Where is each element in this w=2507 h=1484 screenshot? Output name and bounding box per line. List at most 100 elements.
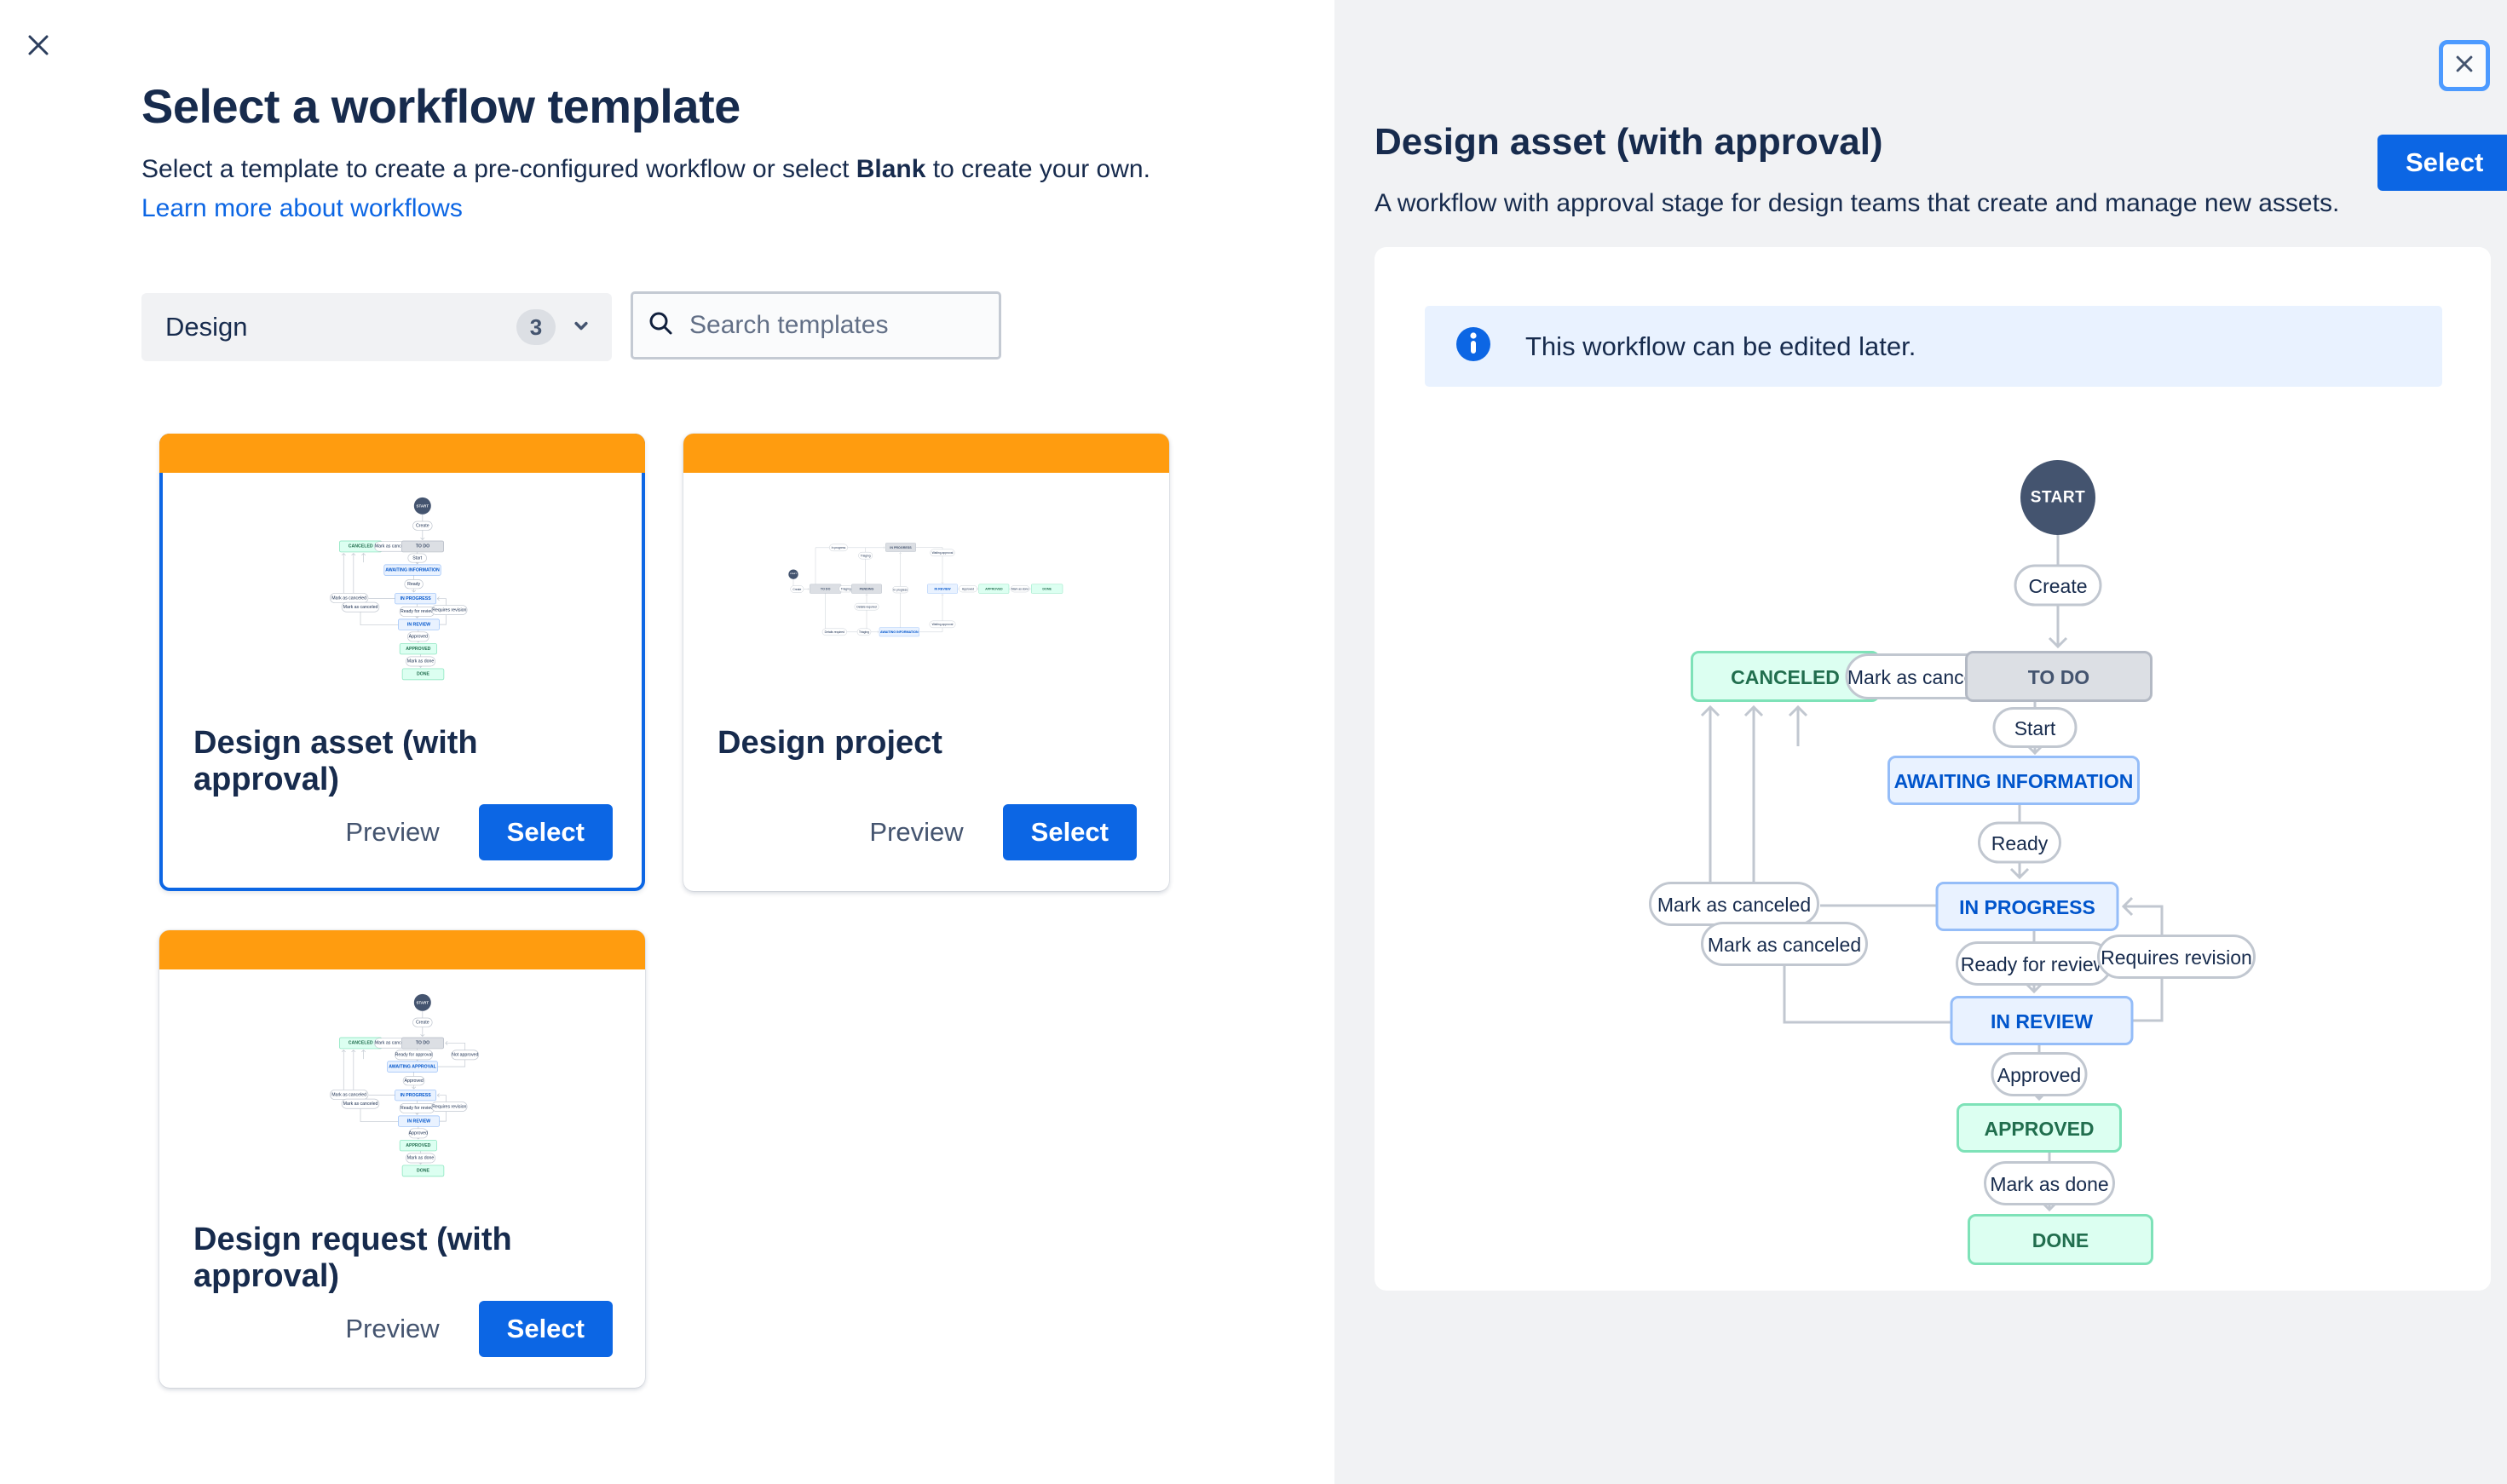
svg-text:IN REVIEW: IN REVIEW (1991, 1010, 2093, 1032)
card-accent-bar (159, 434, 645, 473)
svg-text:IN REVIEW: IN REVIEW (407, 1119, 430, 1124)
svg-text:APPROVED: APPROVED (406, 1142, 430, 1148)
svg-text:Create: Create (416, 1020, 429, 1025)
info-icon (1455, 326, 1491, 366)
svg-text:Ready: Ready (1991, 832, 2049, 854)
svg-text:TO DO: TO DO (416, 1040, 429, 1045)
svg-text:Details required: Details required (825, 630, 844, 634)
category-filter-dropdown[interactable]: Design 3 (141, 293, 612, 361)
search-input[interactable] (688, 310, 985, 341)
svg-text:Requires revision: Requires revision (432, 1104, 466, 1109)
preview-close-button[interactable] (2439, 40, 2490, 91)
svg-text:Requires revision: Requires revision (432, 607, 466, 613)
svg-text:DONE: DONE (417, 1168, 430, 1173)
svg-text:DONE: DONE (2032, 1229, 2089, 1251)
svg-text:TO DO: TO DO (821, 587, 831, 590)
svg-text:IN REVIEW: IN REVIEW (934, 587, 951, 590)
page-description: Select a template to create a pre-config… (141, 155, 1150, 183)
page-title: Select a workflow template (141, 79, 741, 133)
learn-more-link[interactable]: Learn more about workflows (141, 194, 463, 222)
svg-text:CANCELED: CANCELED (349, 544, 373, 549)
preview-title: Design asset (with approval) (1375, 121, 1883, 163)
svg-text:Approved: Approved (404, 1078, 423, 1083)
svg-text:CANCELED: CANCELED (1731, 666, 1840, 688)
svg-text:Mark as canceled: Mark as canceled (375, 1040, 410, 1045)
svg-text:Start: Start (2014, 717, 2056, 739)
info-banner: This workflow can be edited later. (1425, 306, 2442, 387)
svg-text:Mark as done: Mark as done (1011, 587, 1029, 590)
svg-text:Mark as done: Mark as done (1990, 1173, 2108, 1195)
svg-text:Ready: Ready (407, 581, 420, 586)
svg-text:AWAITING INFORMATION: AWAITING INFORMATION (880, 630, 919, 634)
svg-text:Triaging: Triaging (841, 587, 851, 590)
search-icon (647, 309, 676, 342)
svg-text:Requires revision: Requires revision (2101, 946, 2252, 969)
svg-text:DONE: DONE (1042, 587, 1052, 590)
svg-text:START: START (417, 503, 429, 508)
svg-text:START: START (417, 1000, 429, 1004)
svg-text:Mark as canceled: Mark as canceled (375, 544, 410, 549)
svg-text:Mark as canceled: Mark as canceled (1708, 934, 1861, 956)
svg-text:Ready for review: Ready for review (401, 1106, 434, 1111)
svg-text:Waiting approval: Waiting approval (932, 551, 954, 555)
svg-text:Approved: Approved (1997, 1064, 2081, 1086)
svg-text:Triaging: Triaging (861, 554, 871, 557)
svg-text:TO DO: TO DO (416, 544, 429, 549)
svg-text:APPROVED: APPROVED (1984, 1118, 2094, 1140)
close-icon (25, 32, 52, 63)
svg-text:Mark as canceled: Mark as canceled (343, 604, 378, 609)
svg-text:Mark as done: Mark as done (407, 1155, 435, 1160)
svg-text:IN PROGRESS: IN PROGRESS (401, 595, 432, 601)
svg-text:IN PROGRESS: IN PROGRESS (401, 1092, 432, 1097)
modal-close-button[interactable] (19, 27, 58, 66)
svg-text:In progress: In progress (832, 546, 846, 549)
svg-text:Not approved: Not approved (452, 1052, 478, 1057)
svg-text:PENDING: PENDING (860, 587, 874, 590)
card-title: Design asset (with approval) (193, 725, 478, 797)
preview-button[interactable]: Preview (345, 817, 440, 847)
svg-text:Approved: Approved (409, 1130, 428, 1136)
preview-button[interactable]: Preview (869, 817, 964, 847)
svg-text:START: START (2031, 489, 2085, 507)
svg-text:Mark as canceled: Mark as canceled (343, 1101, 378, 1106)
filter-selected-value: Design (165, 312, 248, 342)
svg-text:Mark as canceled: Mark as canceled (1657, 894, 1811, 916)
template-picker-panel: Select a workflow template Select a temp… (19, 27, 1169, 1388)
preview-description: A workflow with approval stage for desig… (1375, 189, 2340, 217)
svg-text:APPROVED: APPROVED (406, 646, 430, 651)
card-title: Design project (718, 725, 942, 761)
select-button[interactable]: Select (1002, 804, 1137, 860)
select-button[interactable]: Select (478, 1301, 613, 1357)
select-button[interactable]: Select (478, 804, 613, 860)
svg-text:Details required: Details required (856, 605, 876, 608)
svg-text:Start: Start (412, 555, 423, 561)
svg-text:AWAITING INFORMATION: AWAITING INFORMATION (1894, 770, 2134, 792)
card-accent-bar (159, 930, 645, 969)
svg-text:In progress: In progress (893, 588, 908, 591)
svg-text:APPROVED: APPROVED (985, 587, 1003, 590)
svg-text:Mark as canceled: Mark as canceled (331, 595, 366, 601)
svg-text:Approved: Approved (409, 634, 428, 639)
svg-text:START: START (790, 572, 797, 575)
svg-text:Ready for review: Ready for review (1961, 953, 2108, 975)
preview-button[interactable]: Preview (345, 1314, 440, 1343)
svg-text:Create: Create (792, 587, 801, 590)
info-banner-text: This workflow can be edited later. (1525, 331, 1916, 361)
template-preview-panel: Design asset (with approval) Select A wo… (1334, 0, 2507, 1484)
svg-text:IN PROGRESS: IN PROGRESS (890, 545, 912, 549)
close-icon (2452, 52, 2476, 80)
svg-text:Triaging: Triaging (859, 630, 869, 634)
svg-text:TO DO: TO DO (2028, 666, 2089, 688)
svg-text:Create: Create (2028, 575, 2087, 597)
preview-select-button[interactable]: Select (2377, 135, 2507, 191)
svg-text:IN PROGRESS: IN PROGRESS (1959, 896, 2095, 918)
svg-text:IN REVIEW: IN REVIEW (407, 622, 430, 627)
svg-text:Approved: Approved (962, 587, 974, 590)
